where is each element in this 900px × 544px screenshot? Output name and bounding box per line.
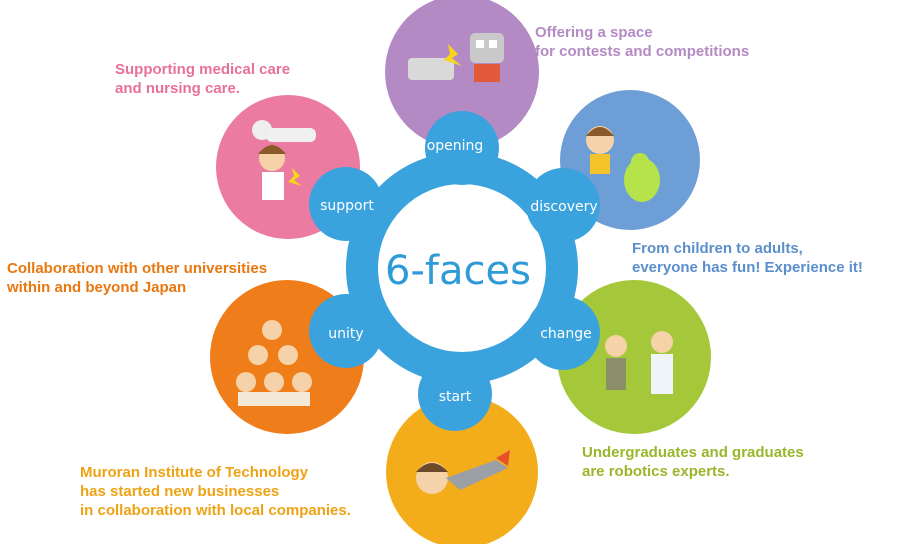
opening-caption: Offering a space for contests and compet… [535, 23, 749, 61]
airplane-illustration [416, 450, 510, 494]
six-faces-ring [309, 111, 600, 431]
change-node [526, 296, 600, 370]
caption-line: Undergraduates and graduates [582, 444, 804, 461]
start-label: start [439, 389, 472, 405]
ring-center [380, 186, 544, 350]
discovery-caption: From children to adults, everyone has fu… [632, 239, 863, 277]
opening-node [425, 111, 499, 185]
support-label: support [320, 198, 374, 214]
caption-line: for contests and competitions [535, 43, 750, 60]
caption-line: has started new businesses [80, 483, 280, 500]
caption-line: Muroran Institute of Technology [80, 464, 309, 481]
caption-line: in collaboration with local companies. [80, 502, 351, 519]
children-group-illustration [236, 320, 312, 406]
boy-and-alien-illustration [586, 126, 660, 202]
caption-line: and nursing care. [115, 80, 241, 97]
caption-line: are robotics experts. [582, 463, 730, 480]
support-node [309, 167, 383, 241]
unity-node [309, 294, 383, 368]
discovery-label: discovery [530, 199, 597, 215]
caption-line: everyone has fun! Experience it! [632, 259, 863, 276]
discovery-node [526, 168, 600, 242]
caption-line: Supporting medical care [115, 61, 291, 78]
robotics-students-illustration [605, 331, 673, 394]
support-caption: Supporting medical care and nursing care… [115, 60, 290, 98]
unity-label: unity [328, 326, 363, 342]
caption-line: within and beyond Japan [7, 279, 187, 296]
caption-line: Collaboration with other universities [7, 260, 268, 277]
change-caption: Undergraduates and graduates are robotic… [582, 443, 804, 481]
start-node [418, 357, 492, 431]
caption-line: From children to adults, [632, 240, 803, 257]
unity-caption: Collaboration with other universities wi… [7, 259, 267, 297]
start-caption: Muroran Institute of Technology has star… [80, 463, 351, 520]
center-title: 6-faces [385, 248, 531, 294]
opening-label: opening [427, 138, 484, 154]
start-circle [386, 396, 538, 544]
change-label: change [540, 326, 592, 342]
nursing-care-illustration [252, 120, 316, 200]
robot-contest-illustration [408, 33, 504, 82]
caption-line: Offering a space [535, 24, 653, 41]
